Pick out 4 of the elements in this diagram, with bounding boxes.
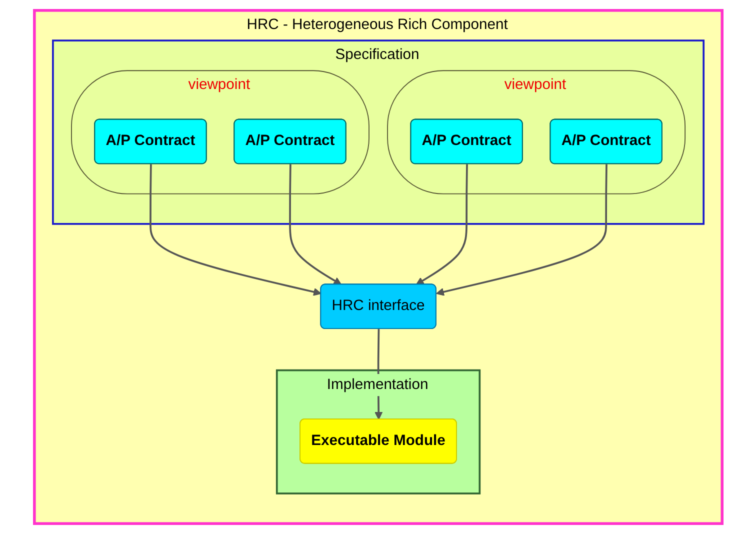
arrow <box>416 164 468 284</box>
arrow <box>436 164 608 296</box>
arrow <box>288 164 342 284</box>
arrow <box>149 164 322 296</box>
